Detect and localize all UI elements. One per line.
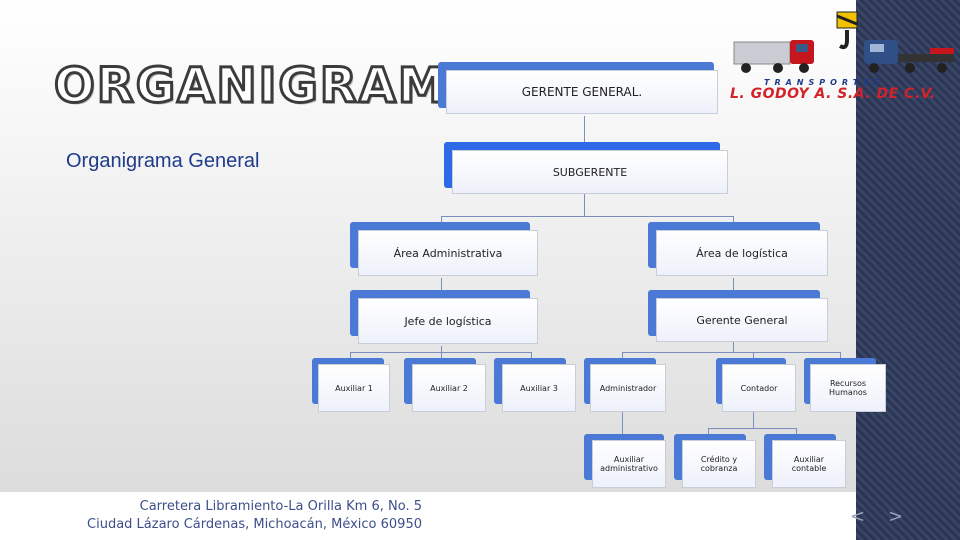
node-credito-cobranza: Crédito y cobranza [682,440,756,488]
node-auxiliar-administrativo: Auxiliar administrativo [592,440,666,488]
node-recursos-humanos: Recursos Humanos [810,364,886,412]
connector [441,278,442,292]
connector [584,116,585,146]
connector [441,346,442,352]
connector [708,428,709,436]
connector [622,352,623,359]
connector [584,194,585,216]
node-gerente-general-2: Gerente General [656,298,828,342]
slide-subtitle: Organigrama General [66,150,260,172]
connector [531,352,532,359]
hook-icon [836,11,858,50]
footer-bar [0,492,856,540]
footer-address-line2: Ciudad Lázaro Cárdenas, Michoacán, Méxic… [87,517,422,532]
company-logo: TRANSPORTES L. GODOY A. S.A. DE C.V. [728,4,958,104]
connector [733,278,734,292]
node-gerente-general: GERENTE GENERAL. [446,70,718,114]
node-jefe-logistica: Jefe de logística [358,298,538,344]
node-area-administrativa: Área Administrativa [358,230,538,276]
next-slide-button[interactable]: > [888,506,904,527]
logo-tagline: TRANSPORTES [764,78,885,87]
connector [708,428,796,429]
footer-address-line1: Carretera Libramiento-La Orilla Km 6, No… [139,499,422,514]
node-auxiliar-2: Auxiliar 2 [412,364,486,412]
decorative-band [856,0,960,540]
connector [796,428,797,436]
truck-blue-icon [864,40,954,73]
node-subgerente: SUBGERENTE [452,150,728,194]
connector [622,412,623,436]
node-auxiliar-1: Auxiliar 1 [318,364,390,412]
connector [441,216,442,224]
node-area-logistica: Área de logística [656,230,828,276]
previous-slide-button[interactable]: < [850,506,866,527]
slide-title: ORGANIGRAMA [53,57,487,116]
connector [733,340,734,352]
connector [840,352,841,359]
connector [350,352,351,359]
logo-company-name: L. GODOY A. S.A. DE C.V. [730,86,936,102]
connector [753,352,754,359]
node-contador: Contador [722,364,796,412]
footer-address: Carretera Libramiento-La Orilla Km 6, No… [87,498,422,534]
connector [622,352,840,353]
connector [441,352,442,359]
node-auxiliar-contable: Auxiliar contable [772,440,846,488]
connector [441,216,733,217]
connector [733,216,734,224]
connector [753,412,754,428]
truck-red-icon [733,40,814,73]
node-administrador: Administrador [590,364,666,412]
node-auxiliar-3: Auxiliar 3 [502,364,576,412]
